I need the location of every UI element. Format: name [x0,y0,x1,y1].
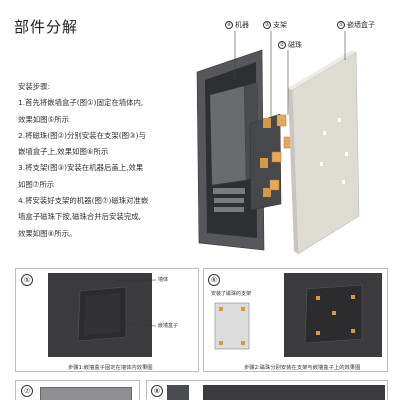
machine-back-image [40,387,132,400]
step-line: 嵌墙盒子上,效果如图⑥所示 [18,147,109,157]
figure-panel-5: ⑤ 墙体 嵌墙盒子 步骤1:嵌墙盒子固定在墙体内效果图 [15,268,199,372]
wall-box-label: 嵌墙盒子 [158,323,179,329]
figure-panel-8: ⑧ [146,380,388,400]
bracket-with-magnets-label: 安装了磁珠的支架 [211,291,252,297]
step-line: 安装步骤: [18,82,51,91]
figure-number: ⑤ [21,274,33,286]
figure-caption: 步骤2:磁珠分别安装在支架与嵌墙盒子上的效果图 [244,365,361,371]
step-line: 墙盒子磁珠下按,磁珠合并后安装完成, [18,212,141,222]
step-line: 2.将磁珠(图②)分别安装在支架(图③)与 [18,130,146,140]
wall-box-illustration [288,50,360,255]
step-line: 3.将支架(图③)安装在机器后盖上,效果 [18,163,144,173]
page-title: 部件分解 [14,18,79,36]
figure-panel-6: ⑥ 安装了磁珠的支架 步骤2:磁珠分别安装在支架与嵌墙盒子上的效果图 [203,268,388,372]
wall-label: 墙体 [158,277,169,283]
exploded-view-diagram [196,31,360,255]
figure-number: ⑦ [21,385,33,397]
figure-panel-7: ⑦ [15,380,140,400]
figure-number: ⑥ [208,274,220,286]
machine-side-image [167,385,189,400]
step-line: 如图⑦所示 [18,179,55,189]
installation-steps: 安装步骤: 1.首先将嵌墙盒子(图①)固定在墙体内, 效果如图⑤所示 2.将磁珠… [18,79,188,242]
figure-caption: 步骤1:嵌墙盒子固定在墙体内效果图 [68,365,153,371]
bracket-and-box-illustration [214,284,363,350]
installed-wall-image [203,385,385,400]
step-line: 效果如图⑤所示 [18,114,69,124]
step-line: 4.将安装好支架的机器(图⑦)磁珠对准嵌 [18,196,149,206]
step-line: 1.首先将嵌墙盒子(图①)固定在墙体内, [18,98,144,108]
embedded-box-illustration [77,279,157,342]
figure-number: ⑧ [151,385,163,397]
step-line: 效果如图⑧所示。 [18,228,77,238]
